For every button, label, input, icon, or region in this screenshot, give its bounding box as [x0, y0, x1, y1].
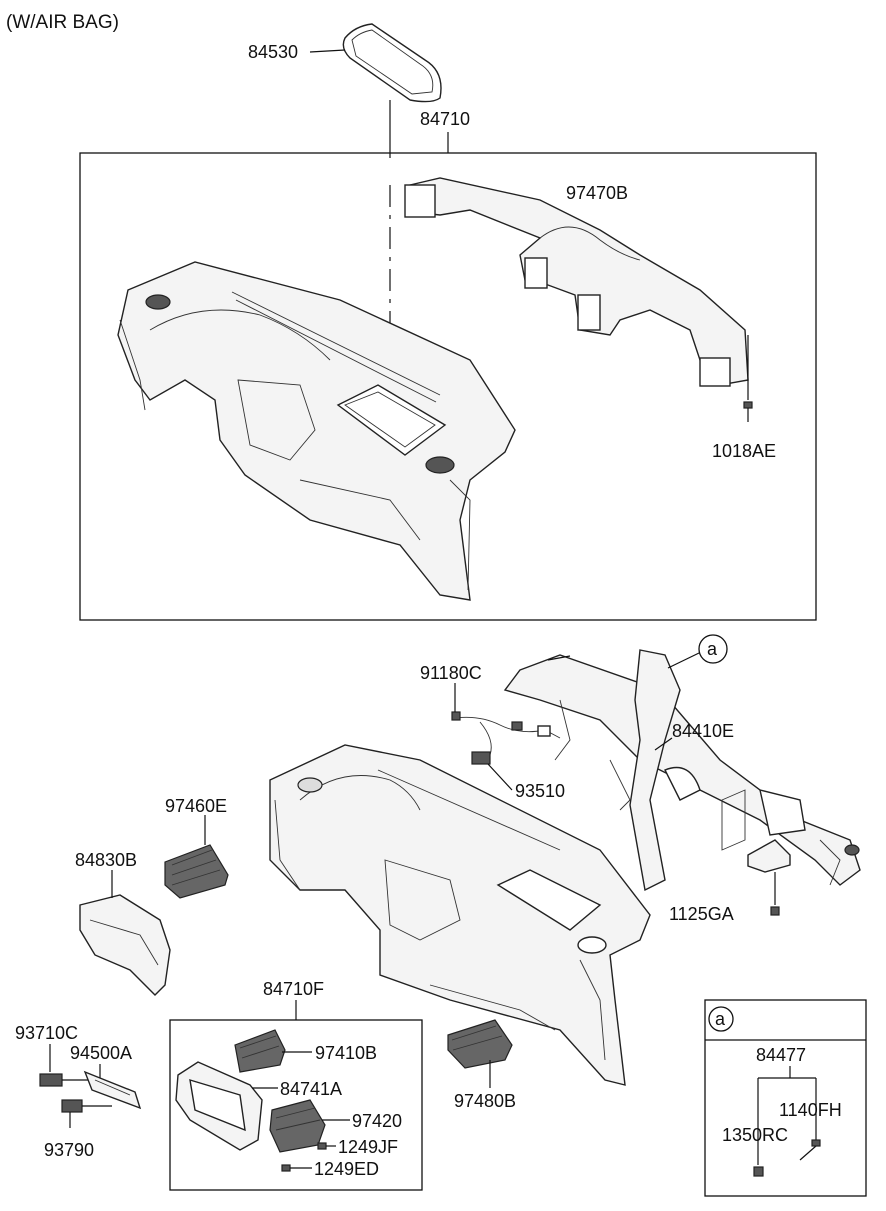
label-93790: 93790: [44, 1140, 94, 1160]
label-1018AE: 1018AE: [712, 441, 776, 461]
label-1140FH: 1140FH: [779, 1100, 842, 1120]
label-97420: 97420: [352, 1111, 402, 1131]
switch-93790: [61, 1099, 83, 1113]
connector-93510: [471, 751, 491, 765]
label-91180C: 91180C: [420, 663, 482, 683]
label-97460E: 97460E: [165, 796, 227, 816]
detail-callout-marker-a: a: [715, 1009, 726, 1029]
label-84830B: 84830B: [75, 850, 137, 870]
side-vent-97460E: [164, 844, 229, 899]
label-93710C: 93710C: [15, 1023, 78, 1043]
label-97480B: 97480B: [454, 1091, 516, 1111]
label-93510: 93510: [515, 781, 565, 801]
label-84530: 84530: [248, 42, 298, 62]
wiring-91180C: [451, 711, 561, 756]
label-1350RC: 1350RC: [722, 1125, 788, 1145]
label-94500A: 94500A: [70, 1043, 132, 1063]
label-97410B: 97410B: [315, 1043, 377, 1063]
lower-cover-84830B: [79, 894, 171, 996]
label-84710: 84710: [420, 109, 470, 129]
label-84410E: 84410E: [672, 721, 734, 741]
leader-84530: [309, 49, 346, 53]
label-1249JF: 1249JF: [338, 1137, 398, 1157]
center-vent-97410B: [234, 1029, 286, 1073]
screw-1140FH: [799, 1139, 821, 1161]
diagram-title: (W/AIR BAG): [6, 12, 119, 33]
assembly-84710F-box: [169, 1019, 423, 1191]
leader-callout-a: [667, 652, 700, 669]
airbag-cover-part: [342, 23, 442, 103]
duct-97470B: [404, 177, 749, 387]
side-vent-97480B: [447, 1019, 513, 1069]
label-1125GA: 1125GA: [669, 904, 734, 924]
crash-pad-upper: [117, 261, 516, 601]
screw-1249JF: [317, 1142, 327, 1150]
cowl-crossbar-84410E: [503, 649, 861, 892]
assembly-84710-box: [79, 152, 817, 621]
leader-93510: [487, 763, 513, 791]
center-bezel-84741A: [175, 1061, 263, 1151]
bolt-1125GA: [747, 839, 791, 916]
callout-circle-a: [698, 634, 728, 664]
screw-1018AE: [743, 401, 753, 422]
callout-marker-a: a: [707, 639, 718, 659]
switch-panel-94500A: [83, 1070, 142, 1110]
label-84710F: 84710F: [263, 979, 324, 999]
nut-1350RC: [753, 1166, 764, 1177]
label-97470B: 97470B: [566, 183, 628, 203]
crash-pad-lower: [269, 744, 651, 1086]
switch-93710C: [39, 1073, 63, 1087]
label-84477: 84477: [756, 1045, 806, 1065]
label-1249ED: 1249ED: [314, 1159, 379, 1179]
leader-84410E: [654, 737, 673, 751]
center-vent-97420: [269, 1099, 326, 1153]
detail-box-a: [704, 999, 867, 1197]
screw-1249ED: [281, 1164, 291, 1172]
label-84741A: 84741A: [280, 1079, 342, 1099]
